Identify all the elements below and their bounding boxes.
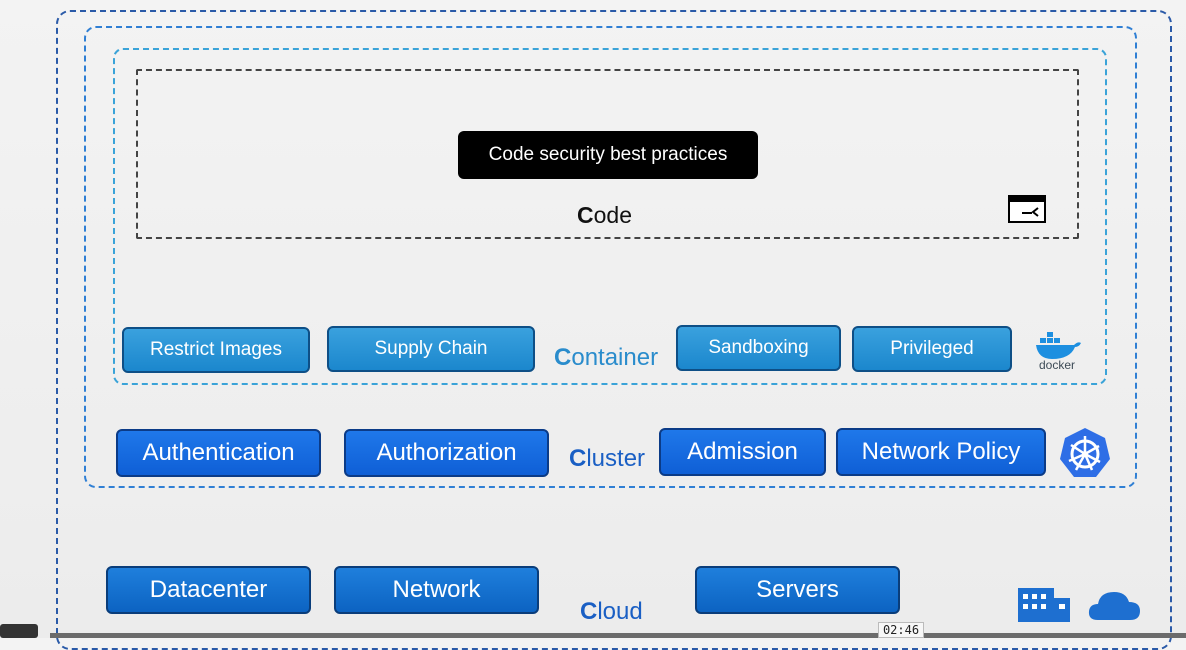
cluster-layer-label: Cluster (569, 445, 646, 472)
cloud-layer-label: Cloud (580, 598, 643, 625)
video-progress-bar[interactable] (50, 633, 1186, 638)
code-layer-frame (136, 69, 1079, 239)
container-item-restrict-images[interactable]: Restrict Images (122, 327, 310, 373)
cluster-layer-frame (84, 26, 1137, 488)
cloud-item-network[interactable]: Network (334, 566, 539, 614)
cloud-item-servers[interactable]: Servers (695, 566, 900, 614)
cloud-icon (1088, 592, 1140, 620)
cloud-item-datacenter[interactable]: Datacenter (106, 566, 311, 614)
docker-icon: docker (1036, 332, 1081, 372)
cluster-item-authorization[interactable]: Authorization (344, 429, 549, 477)
container-layer-frame (113, 48, 1107, 385)
tooltip-code-security: Code security best practices (458, 131, 758, 179)
container-item-sandboxing[interactable]: Sandboxing (676, 325, 841, 371)
player-control[interactable] (0, 624, 38, 638)
cluster-item-authentication[interactable]: Authentication (116, 429, 321, 477)
cluster-item-network-policy[interactable]: Network Policy (836, 428, 1046, 476)
svg-text:docker: docker (1039, 358, 1075, 372)
container-item-privileged[interactable]: Privileged (852, 326, 1012, 372)
video-timestamp: 02:46 (878, 622, 924, 638)
terminal-icon (1008, 195, 1046, 223)
kubernetes-icon (1060, 428, 1110, 477)
container-layer-label: Container (554, 344, 659, 371)
building-icon (1018, 588, 1070, 622)
container-item-supply-chain[interactable]: Supply Chain (327, 326, 535, 372)
code-layer-label: Code (577, 202, 632, 228)
cluster-item-admission[interactable]: Admission (659, 428, 826, 476)
